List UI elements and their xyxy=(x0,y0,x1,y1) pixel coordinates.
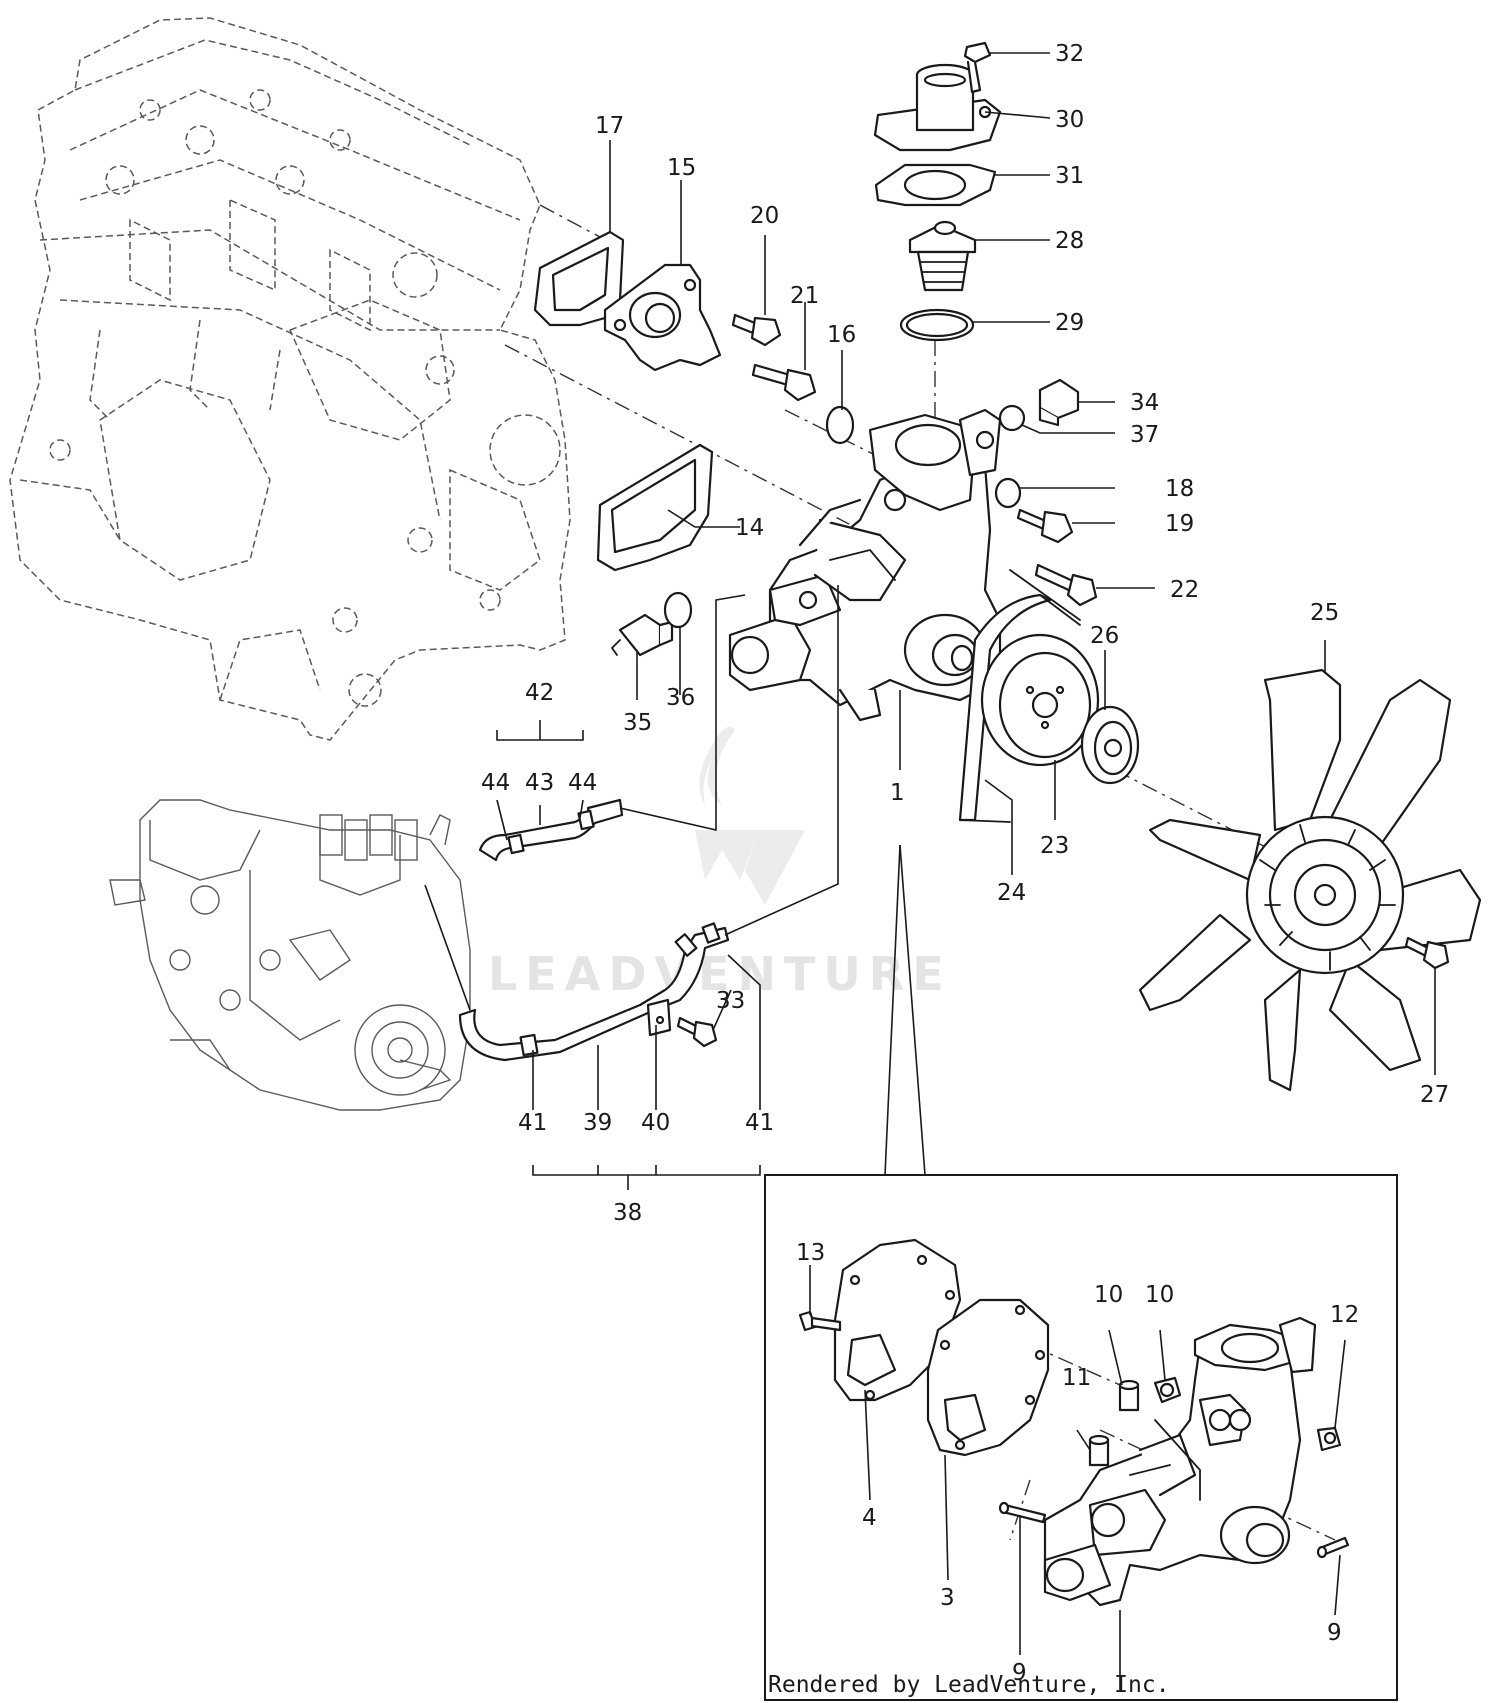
callout-41-left: 41 xyxy=(518,1110,547,1136)
callout-10-a: 10 xyxy=(1094,1282,1123,1308)
watermark: LEADVENTURE xyxy=(488,726,952,1001)
detail-part-9-pin-right xyxy=(1316,1536,1350,1559)
callout-30: 30 xyxy=(1055,107,1084,133)
part-43-hose xyxy=(478,594,746,862)
callout-23: 23 xyxy=(1040,833,1069,859)
part-27-bolt xyxy=(1404,936,1450,970)
part-40-clamp xyxy=(646,998,672,1037)
detail-part-10-plug-a xyxy=(1118,1379,1140,1412)
callout-11: 11 xyxy=(1062,1365,1091,1391)
part-37-washer xyxy=(998,404,1026,432)
callout-33: 33 xyxy=(716,988,745,1014)
callout-35: 35 xyxy=(623,710,652,736)
part-20-bolt xyxy=(731,313,782,347)
detail-part-12-plug xyxy=(1316,1426,1342,1452)
callout-36: 36 xyxy=(666,685,695,711)
callout-42: 42 xyxy=(525,680,554,706)
part-19-bolt xyxy=(1016,508,1074,544)
callout-17: 17 xyxy=(595,113,624,139)
callout-19: 19 xyxy=(1165,511,1194,537)
callout-40: 40 xyxy=(641,1110,670,1136)
callout-43: 43 xyxy=(525,770,554,796)
callout-34: 34 xyxy=(1130,390,1159,416)
part-29-o-ring xyxy=(899,308,975,342)
part-25-fan xyxy=(1138,668,1482,1092)
callout-15: 15 xyxy=(667,155,696,181)
water-pump-assembly xyxy=(728,408,1002,722)
callout-31: 31 xyxy=(1055,163,1084,189)
callout-22: 22 xyxy=(1170,577,1199,603)
callout-14: 14 xyxy=(735,515,764,541)
part-34-plug xyxy=(1038,378,1080,427)
detail-inset-frame xyxy=(764,1174,1398,1701)
part-16-o-ring xyxy=(825,405,855,445)
part-23-pulley xyxy=(980,633,1100,767)
detail-part-9-pin-left xyxy=(998,1501,1047,1524)
callout-44-left: 44 xyxy=(481,770,510,796)
callout-9-left: 9 xyxy=(1012,1660,1027,1686)
callout-labels: 32 30 31 28 29 34 37 18 19 22 17 15 20 2… xyxy=(481,41,1449,1686)
callout-32: 32 xyxy=(1055,41,1084,67)
part-36-washer xyxy=(663,591,693,629)
injection-pump-ghost xyxy=(109,799,471,1111)
callout-3: 3 xyxy=(940,1585,955,1611)
watermark-text: LEADVENTURE xyxy=(488,947,952,1001)
part-31-gasket xyxy=(874,163,997,207)
callout-44-right: 44 xyxy=(568,770,597,796)
callout-1: 1 xyxy=(890,780,905,806)
callout-18: 18 xyxy=(1165,476,1194,502)
callout-13: 13 xyxy=(796,1240,825,1266)
callout-20: 20 xyxy=(750,203,779,229)
part-30-thermostat-cover xyxy=(873,63,1002,152)
detail-part-13-screw xyxy=(798,1310,842,1332)
callout-10-b: 10 xyxy=(1145,1282,1174,1308)
callout-39: 39 xyxy=(583,1110,612,1136)
part-22-bolt xyxy=(1034,563,1098,607)
detail-part-3-gasket xyxy=(926,1298,1050,1457)
callout-21: 21 xyxy=(790,283,819,309)
callout-24: 24 xyxy=(997,880,1026,906)
part-15-housing xyxy=(603,263,722,372)
callout-27: 27 xyxy=(1420,1082,1449,1108)
detail-part-4-gasket xyxy=(833,1238,962,1402)
detail-water-pump-body xyxy=(1043,1316,1317,1607)
callout-38: 38 xyxy=(613,1200,642,1226)
part-18-washer xyxy=(994,477,1022,509)
detail-part-11-plug xyxy=(1088,1434,1110,1467)
callout-12: 12 xyxy=(1330,1302,1359,1328)
part-26-spacer xyxy=(1080,705,1140,785)
leader-lines xyxy=(496,52,1436,1690)
callout-9-right: 9 xyxy=(1327,1620,1342,1646)
part-33-bolt xyxy=(676,1016,718,1048)
callout-4: 4 xyxy=(862,1505,877,1531)
detail-part-10-plug-b xyxy=(1153,1376,1182,1404)
callout-26: 26 xyxy=(1090,623,1119,649)
part-39-pipe xyxy=(458,922,730,1062)
callout-25: 25 xyxy=(1310,600,1339,626)
callout-28: 28 xyxy=(1055,228,1084,254)
callout-16: 16 xyxy=(827,322,856,348)
part-32-bolt xyxy=(963,41,992,94)
part-24-belt xyxy=(958,569,1081,823)
credit-text: Rendered by LeadVenture, Inc. xyxy=(768,1672,1170,1698)
part-21-bolt xyxy=(751,363,817,402)
callout-29: 29 xyxy=(1055,310,1084,336)
callout-41-right: 41 xyxy=(745,1110,774,1136)
part-28-thermostat xyxy=(908,220,977,292)
engine-block-ghost xyxy=(9,17,571,741)
callout-37: 37 xyxy=(1130,422,1159,448)
part-35-sensor xyxy=(611,613,674,657)
